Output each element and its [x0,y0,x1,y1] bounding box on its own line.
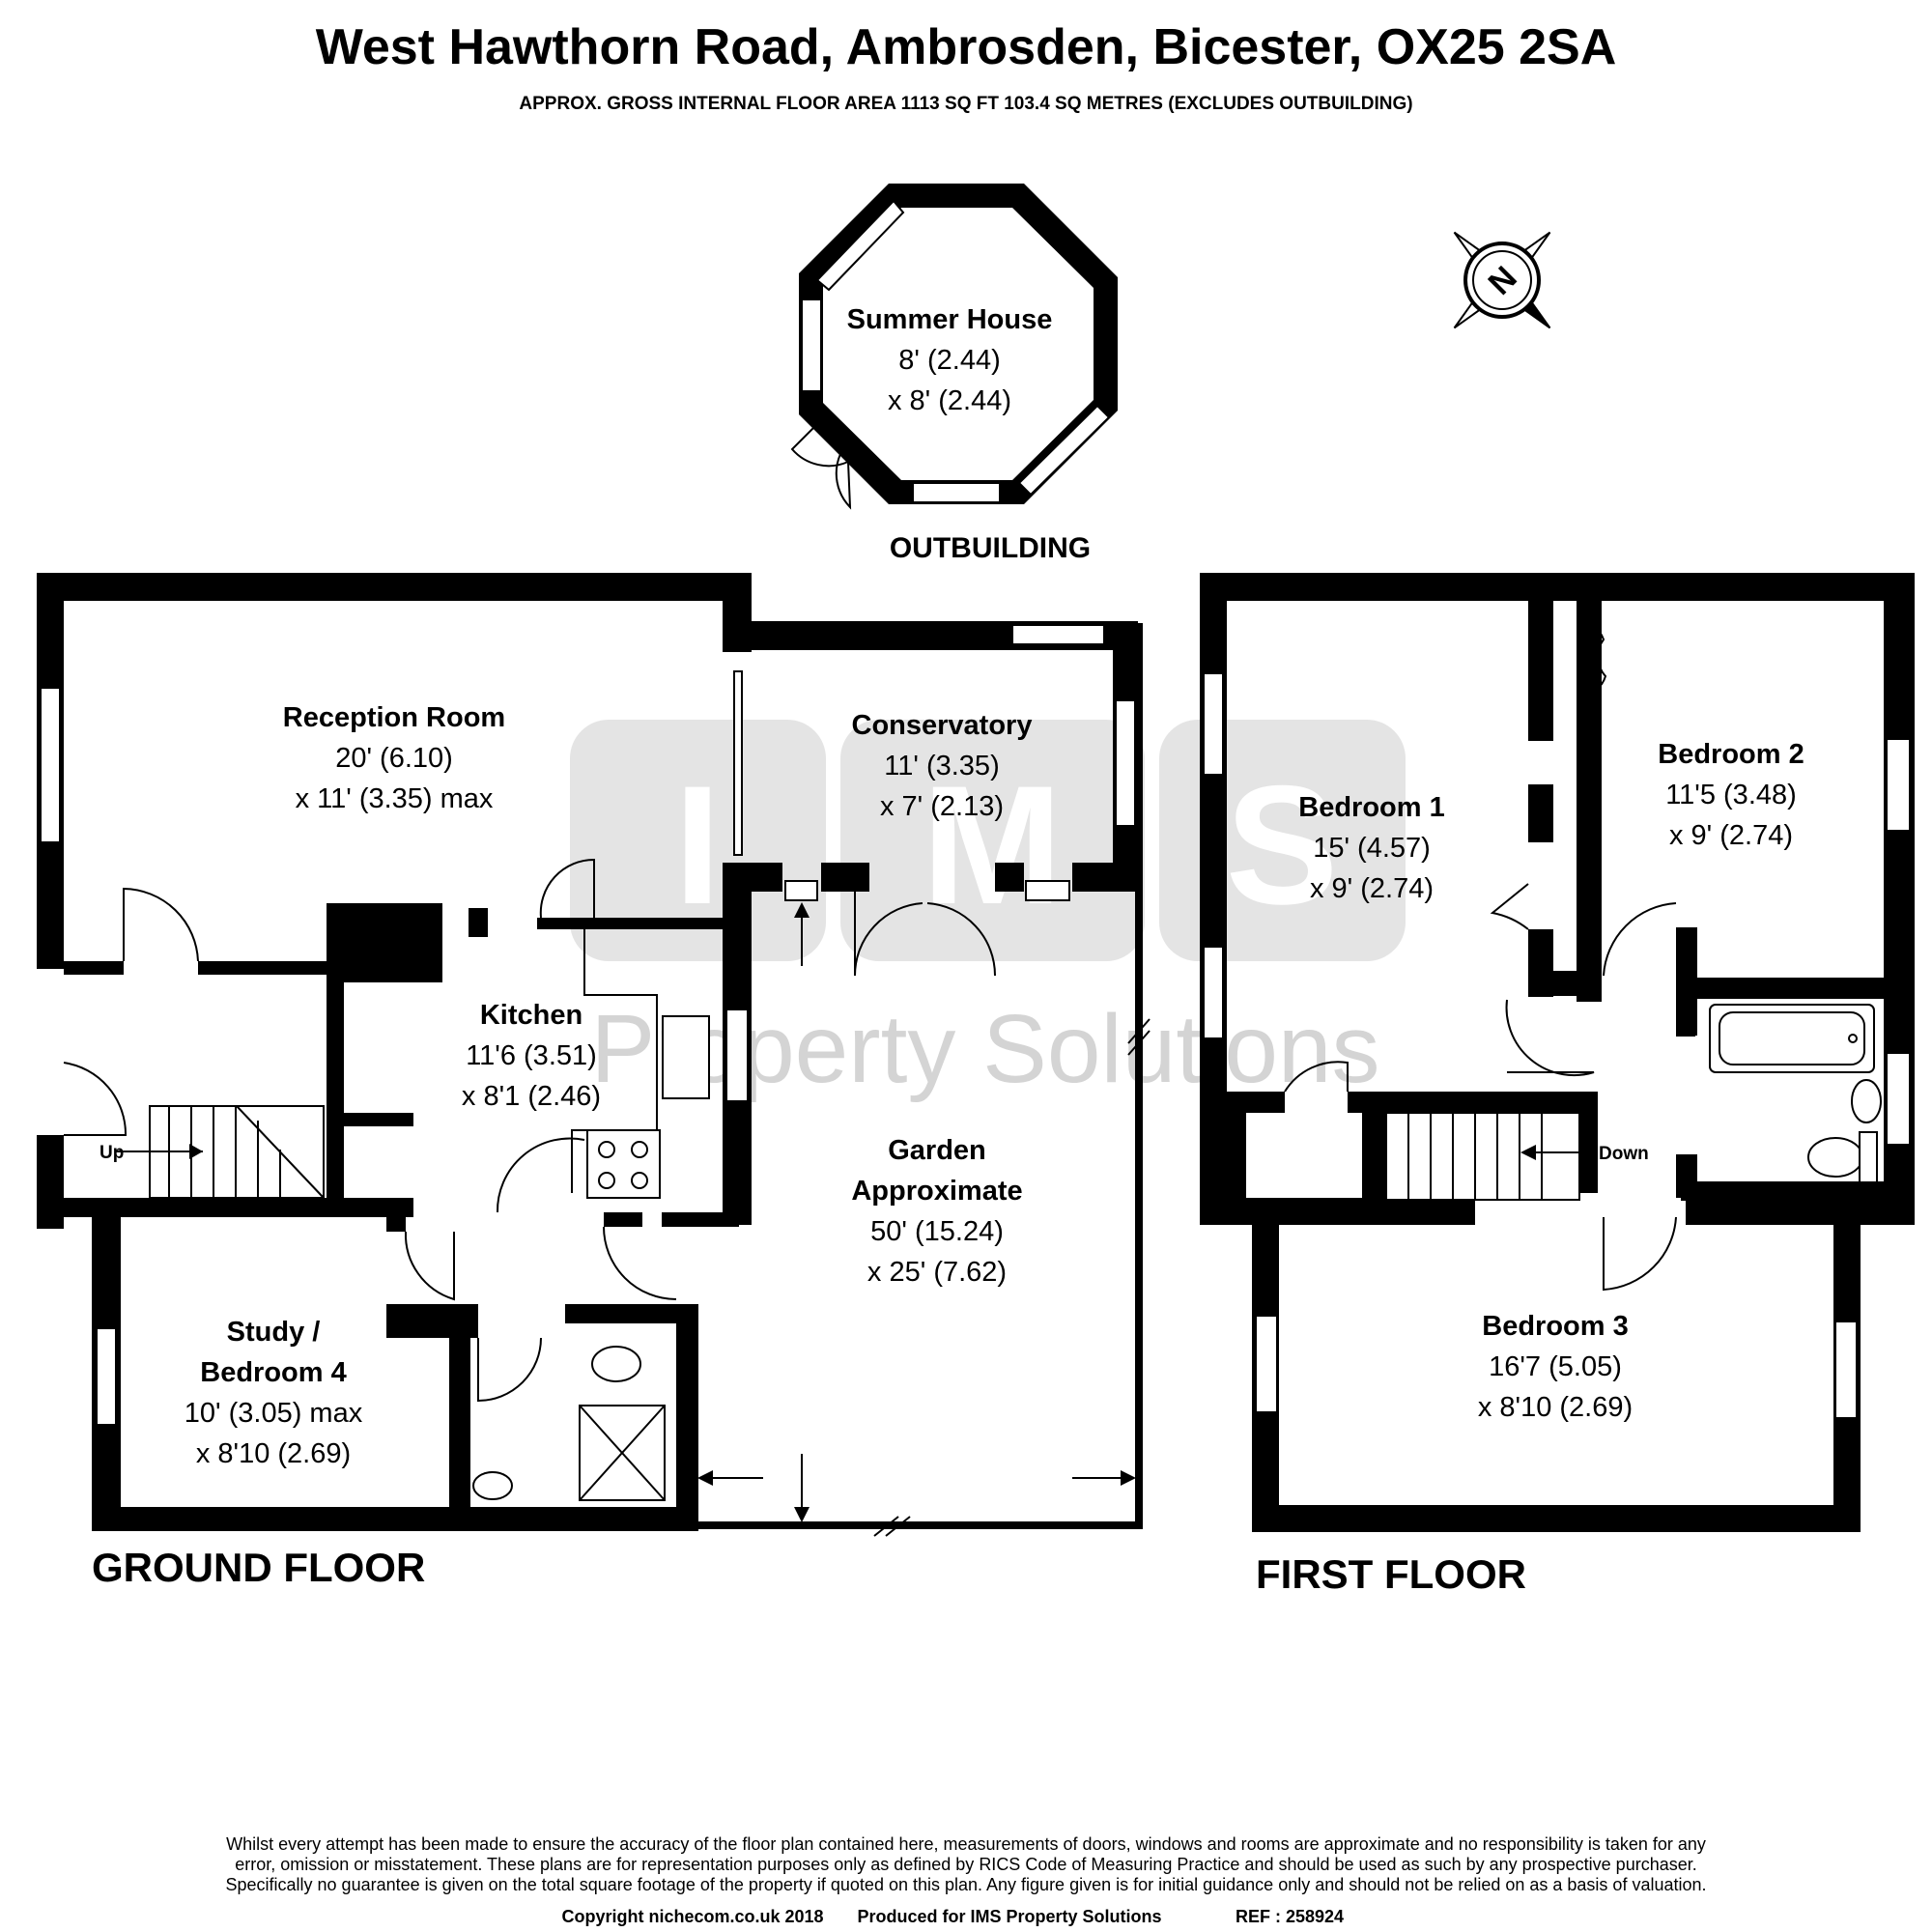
bedroom1-dim2: x 9' (2.74) [1310,873,1434,904]
stairs-down-label: Down [1599,1144,1649,1164]
copyright-text: Copyright nichecom.co.uk 2018 [561,1907,823,1926]
disclaimer-line-1: Whilst every attempt has been made to en… [226,1834,1706,1854]
bedroom3-name: Bedroom 3 [1482,1311,1628,1342]
ground-floor: Up [37,573,1151,1590]
disclaimer-line-2: error, omission or misstatement. These p… [235,1855,1696,1874]
study-dim1: 10' (3.05) max [185,1398,363,1429]
kitchen-name: Kitchen [480,1000,582,1031]
watermark-letter-2: M [922,752,1063,940]
conservatory-name: Conservatory [852,710,1033,741]
conservatory-dim1: 11' (3.35) [884,751,999,781]
bedroom1-name: Bedroom 1 [1298,792,1444,823]
first-floor-label: FIRST FLOOR [1256,1551,1526,1597]
study-name-line2: Bedroom 4 [200,1357,346,1388]
garden-name-line2: Approximate [851,1176,1022,1207]
reception-room-dim1: 20' (6.10) [335,743,453,774]
reception-room-name: Reception Room [283,702,505,733]
bedroom2-dim2: x 9' (2.74) [1669,820,1793,851]
floor-area-subtitle: APPROX. GROSS INTERNAL FLOOR AREA 1113 S… [519,94,1412,114]
summer-house-dim1: 8' (2.44) [898,345,1000,376]
bedroom3-dim1: 16'7 (5.05) [1489,1351,1622,1382]
garden-dim1: 50' (15.24) [870,1216,1004,1247]
watermark-letter-1: I [674,752,722,940]
north-compass-icon: N [1453,231,1551,329]
outbuilding: Summer House 8' (2.44) x 8' (2.44) OUTBU… [790,184,1118,564]
conservatory-dim2: x 7' (2.13) [880,791,1004,822]
summer-house-name: Summer House [847,304,1053,335]
reception-room-dim2: x 11' (3.35) max [296,783,494,814]
summer-house-dim2: x 8' (2.44) [888,385,1011,416]
watermark-letter-3: S [1226,752,1339,940]
study-dim2: x 8'10 (2.69) [196,1438,351,1469]
stairs-up-label: Up [99,1143,124,1163]
outbuilding-label: OUTBUILDING [890,532,1091,564]
disclaimer-line-3: Specifically no guarantee is given on th… [226,1875,1707,1894]
garden-dim2: x 25' (7.62) [867,1257,1007,1288]
ground-floor-label: GROUND FLOOR [92,1545,425,1590]
produced-for-text: Produced for IMS Property Solutions [857,1907,1161,1926]
garden-name-line1: Garden [888,1135,986,1166]
reference-text: REF : 258924 [1236,1907,1344,1926]
bedroom3-dim2: x 8'10 (2.69) [1478,1392,1633,1423]
staircase-first: Down [1385,1112,1649,1201]
footer: Whilst every attempt has been made to en… [226,1834,1707,1926]
bedroom2-name: Bedroom 2 [1658,739,1804,770]
first-floor: Down Bedroom 1 15' (4.57) x 9' (2.74) Be… [1200,573,1915,1597]
study-name-line1: Study / [227,1317,321,1348]
staircase-ground: Up [99,1105,325,1199]
kitchen-dim2: x 8'1 (2.46) [462,1081,601,1112]
bedroom1-dim1: 15' (4.57) [1313,833,1431,864]
watermark-tagline: Property Solutions [590,995,1379,1103]
bedroom2-dim1: 11'5 (3.48) [1665,780,1797,810]
kitchen-dim1: 11'6 (3.51) [466,1040,597,1071]
page-title: West Hawthorn Road, Ambrosden, Bicester,… [316,19,1617,75]
